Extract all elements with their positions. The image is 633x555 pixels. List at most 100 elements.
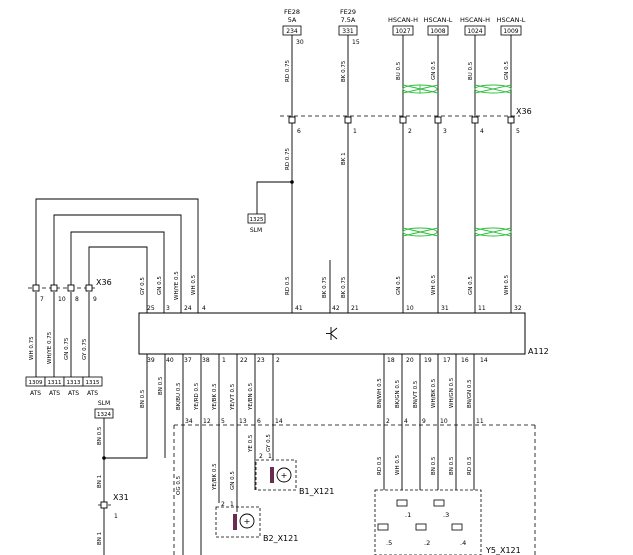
sensor-pin: 2 [221,501,225,508]
connector-sub-label: 7.5A [341,16,356,24]
module-bottom-wire-labels: BN 0.5 BN 0.5 BK/BU 0.5 YE/RD 0.5 YE/BK … [140,376,473,411]
wire-color-label: GN 0.5 [396,276,402,295]
pin-number: 4 [480,128,484,135]
x36-pin-numbers: 6 1 2 3 4 5 [297,128,520,135]
top-connector-fe28: FE28 5A 234 30 [282,8,304,46]
wire-color-label: WH 0.5 [431,274,437,295]
ats-box-label: 1315 [86,380,100,386]
wire-color-label: GN 0.5 [468,276,474,295]
connector-sub-label: 5A [288,16,297,24]
wires-lower [103,354,475,555]
wire-color-label: BN 0.5 [158,376,164,395]
sensor-b2-label: B2_X121 [263,534,298,543]
wire-color-label: BK 0.75 [341,276,347,298]
pin-number: 7 [40,296,44,303]
wire-color-label: GY 0.5 [266,434,272,452]
y5-label: Y5_X121 [485,546,521,555]
lower-wire-labels: OG 0.5 YE/BK 0.5 GN 0.5 YE 0.5 GY 0.5 RD… [176,434,473,495]
ats-boxes: 1309 1311 1313 1315 ATS ATS ATS ATS [25,376,103,397]
pin-number: 6 [257,418,261,425]
slm-box-name: SLM [250,227,262,234]
left-loop-wires [35,198,199,377]
wire-color-label: YE/RD 0.5 [194,382,200,411]
wire-color-label: GN 0.5 [230,471,236,490]
pin-number: 38 [202,357,210,364]
upper-wire-labels: RD 0.75 BK 0.75 BU 0.5 GN 0.5 BU 0.5 GN … [285,59,510,82]
pin-number: 18 [387,357,395,364]
pin-number: 14 [480,357,488,364]
pin-number: 2 [276,357,280,364]
pin-number: 16 [461,357,469,364]
pin-number: 6 [297,128,301,135]
connector-top-label: HSCAN-H [388,16,418,24]
connector-top-label: FE29 [340,8,356,16]
wire-color-label: YE 0.5 [248,434,254,453]
pin-number: 10 [58,296,66,303]
transistor-symbol [326,327,338,340]
wire-color-label: YE/BK 0.5 [212,383,218,411]
top-connector-fe29: FE29 7.5A 331 15 [338,8,360,46]
connector-box-label: 1009 [503,28,518,35]
x36-label: X36 [516,107,532,116]
pin-number: 31 [441,305,449,312]
lower-pin-numbers: 34 12 5 13 6 14 2 4 9 10 11 [185,418,484,425]
wire-color-label: BK/GN 0.5 [395,379,401,408]
pin-number: 12 [203,418,211,425]
wire-color-label: BK 0.75 [322,276,328,298]
solenoid-block-y5: .1 .3 .5 .2 .4 Y5_X121 [374,489,521,555]
pin-number: 13 [239,418,247,425]
wire-color-label: RD 0.5 [467,456,473,475]
wire-color-label: BN 0.5 [431,456,437,475]
pin-number: 1 [222,357,226,364]
wire-color-label: GN 0.5 [431,61,437,80]
pin-number: 25 [147,305,155,312]
ats-box-label: 1313 [67,380,81,386]
pin-number: 3 [443,128,447,135]
pin-number: 23 [257,357,265,364]
slm2-box [94,408,114,419]
wire-color-label: OG 0.5 [176,475,182,495]
pin-number: 20 [406,357,414,364]
pin-number: 21 [351,305,359,312]
pin-number: 4 [404,418,408,425]
pin-number: 17 [443,357,451,364]
pin-number: 10 [406,305,414,312]
connector-box-label: 1027 [395,28,410,35]
pin-number: 5 [516,128,520,135]
pin-number: 41 [295,305,303,312]
wire-color-label: WH/YE 0.75 [47,331,53,364]
connector-top-label: FE28 [284,8,300,16]
sensor-b2: + 2 1 B2_X121 [215,501,298,543]
sensor-b1-plus: + [281,471,288,480]
wire-color-label: WH/YE 0.5 [174,271,180,300]
pin-number: 2 [408,128,412,135]
left-x36-pin-numbers: 7 10 8 9 [40,296,97,303]
wire-color-label: BN 0.5 [140,389,146,408]
wire-color-label: YE/BK 0.5 [212,463,218,491]
left-wire-labels: WH 0.75 WH/YE 0.75 GN 0.75 GY 0.75 [29,331,88,364]
twisted-pair-marks [402,84,512,237]
ats-box-name: ATS [49,390,60,397]
wire-color-label: GY 0.5 [140,277,146,295]
pin-number: 3 [166,305,170,312]
sensor-b1: + 2 1 B1_X121 [255,453,334,496]
slm-box-label: 1325 [250,217,264,223]
left-x36-label: X36 [96,278,112,287]
wire-color-label: GN 0.5 [157,276,163,295]
wire-color-label: BU 0.5 [396,61,402,80]
pin-number: 34 [185,418,193,425]
pin-number: 4 [202,305,206,312]
connector-top-label: HSCAN-L [424,16,453,24]
ats-box-name: ATS [87,390,98,397]
pin-number: 24 [184,305,192,312]
top-connector-hscan-l-1: HSCAN-L 1008 [424,16,453,36]
pin-number: 9 [422,418,426,425]
x31-pin: 1 [114,513,118,520]
pin-number: 19 [424,357,432,364]
pin-number: 22 [240,357,248,364]
sensor-b2-plus: + [244,517,251,526]
solenoid-tap: .3 [443,511,449,519]
wire-color-label: GY 0.75 [82,338,88,360]
pin-number: 5 [221,418,225,425]
